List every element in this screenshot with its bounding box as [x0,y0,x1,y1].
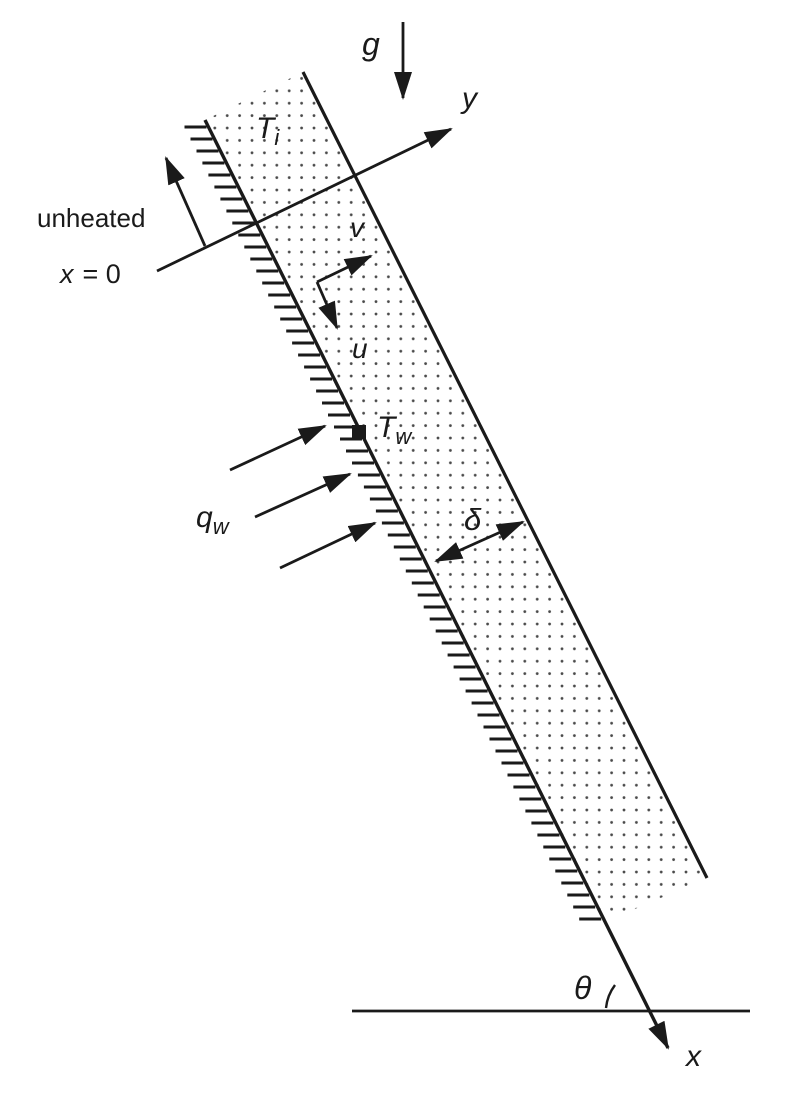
velocity-v-arrow [316,254,373,284]
gravity-label: g [362,26,380,62]
angle-arc [604,984,616,1009]
fluid-temperature-label: Ti [256,112,280,150]
delta-arrow [434,520,525,563]
heat-flux-arrow [229,424,327,472]
angle-label: θ [574,970,592,1006]
unheated-label: unheated [37,203,145,233]
wall-point-marker [352,425,366,439]
delta-label: δ [464,502,482,537]
y-axis-label: y [460,82,479,115]
heat-flux-arrow [279,521,377,570]
unheated-arrow [164,156,207,247]
x-axis-label: x [684,1040,702,1073]
heat-flux-arrows: qw [196,424,377,570]
outer-edge-line [301,71,709,879]
y-axis-arrow [156,127,453,273]
wall-line [203,119,670,1050]
uv-velocity-marker: v u [315,212,373,364]
velocity-u-arrow [315,281,339,330]
velocity-v-label: v [350,212,366,243]
wall-temperature-label: Tw [377,411,413,449]
velocity-u-label: u [352,333,368,364]
boundary-layer-region [205,72,707,922]
x-origin-label: x= 0 [58,259,121,289]
heat-flux-arrow [254,472,352,519]
heat-flux-label: qw [196,501,231,539]
wall-hatching [184,125,602,921]
